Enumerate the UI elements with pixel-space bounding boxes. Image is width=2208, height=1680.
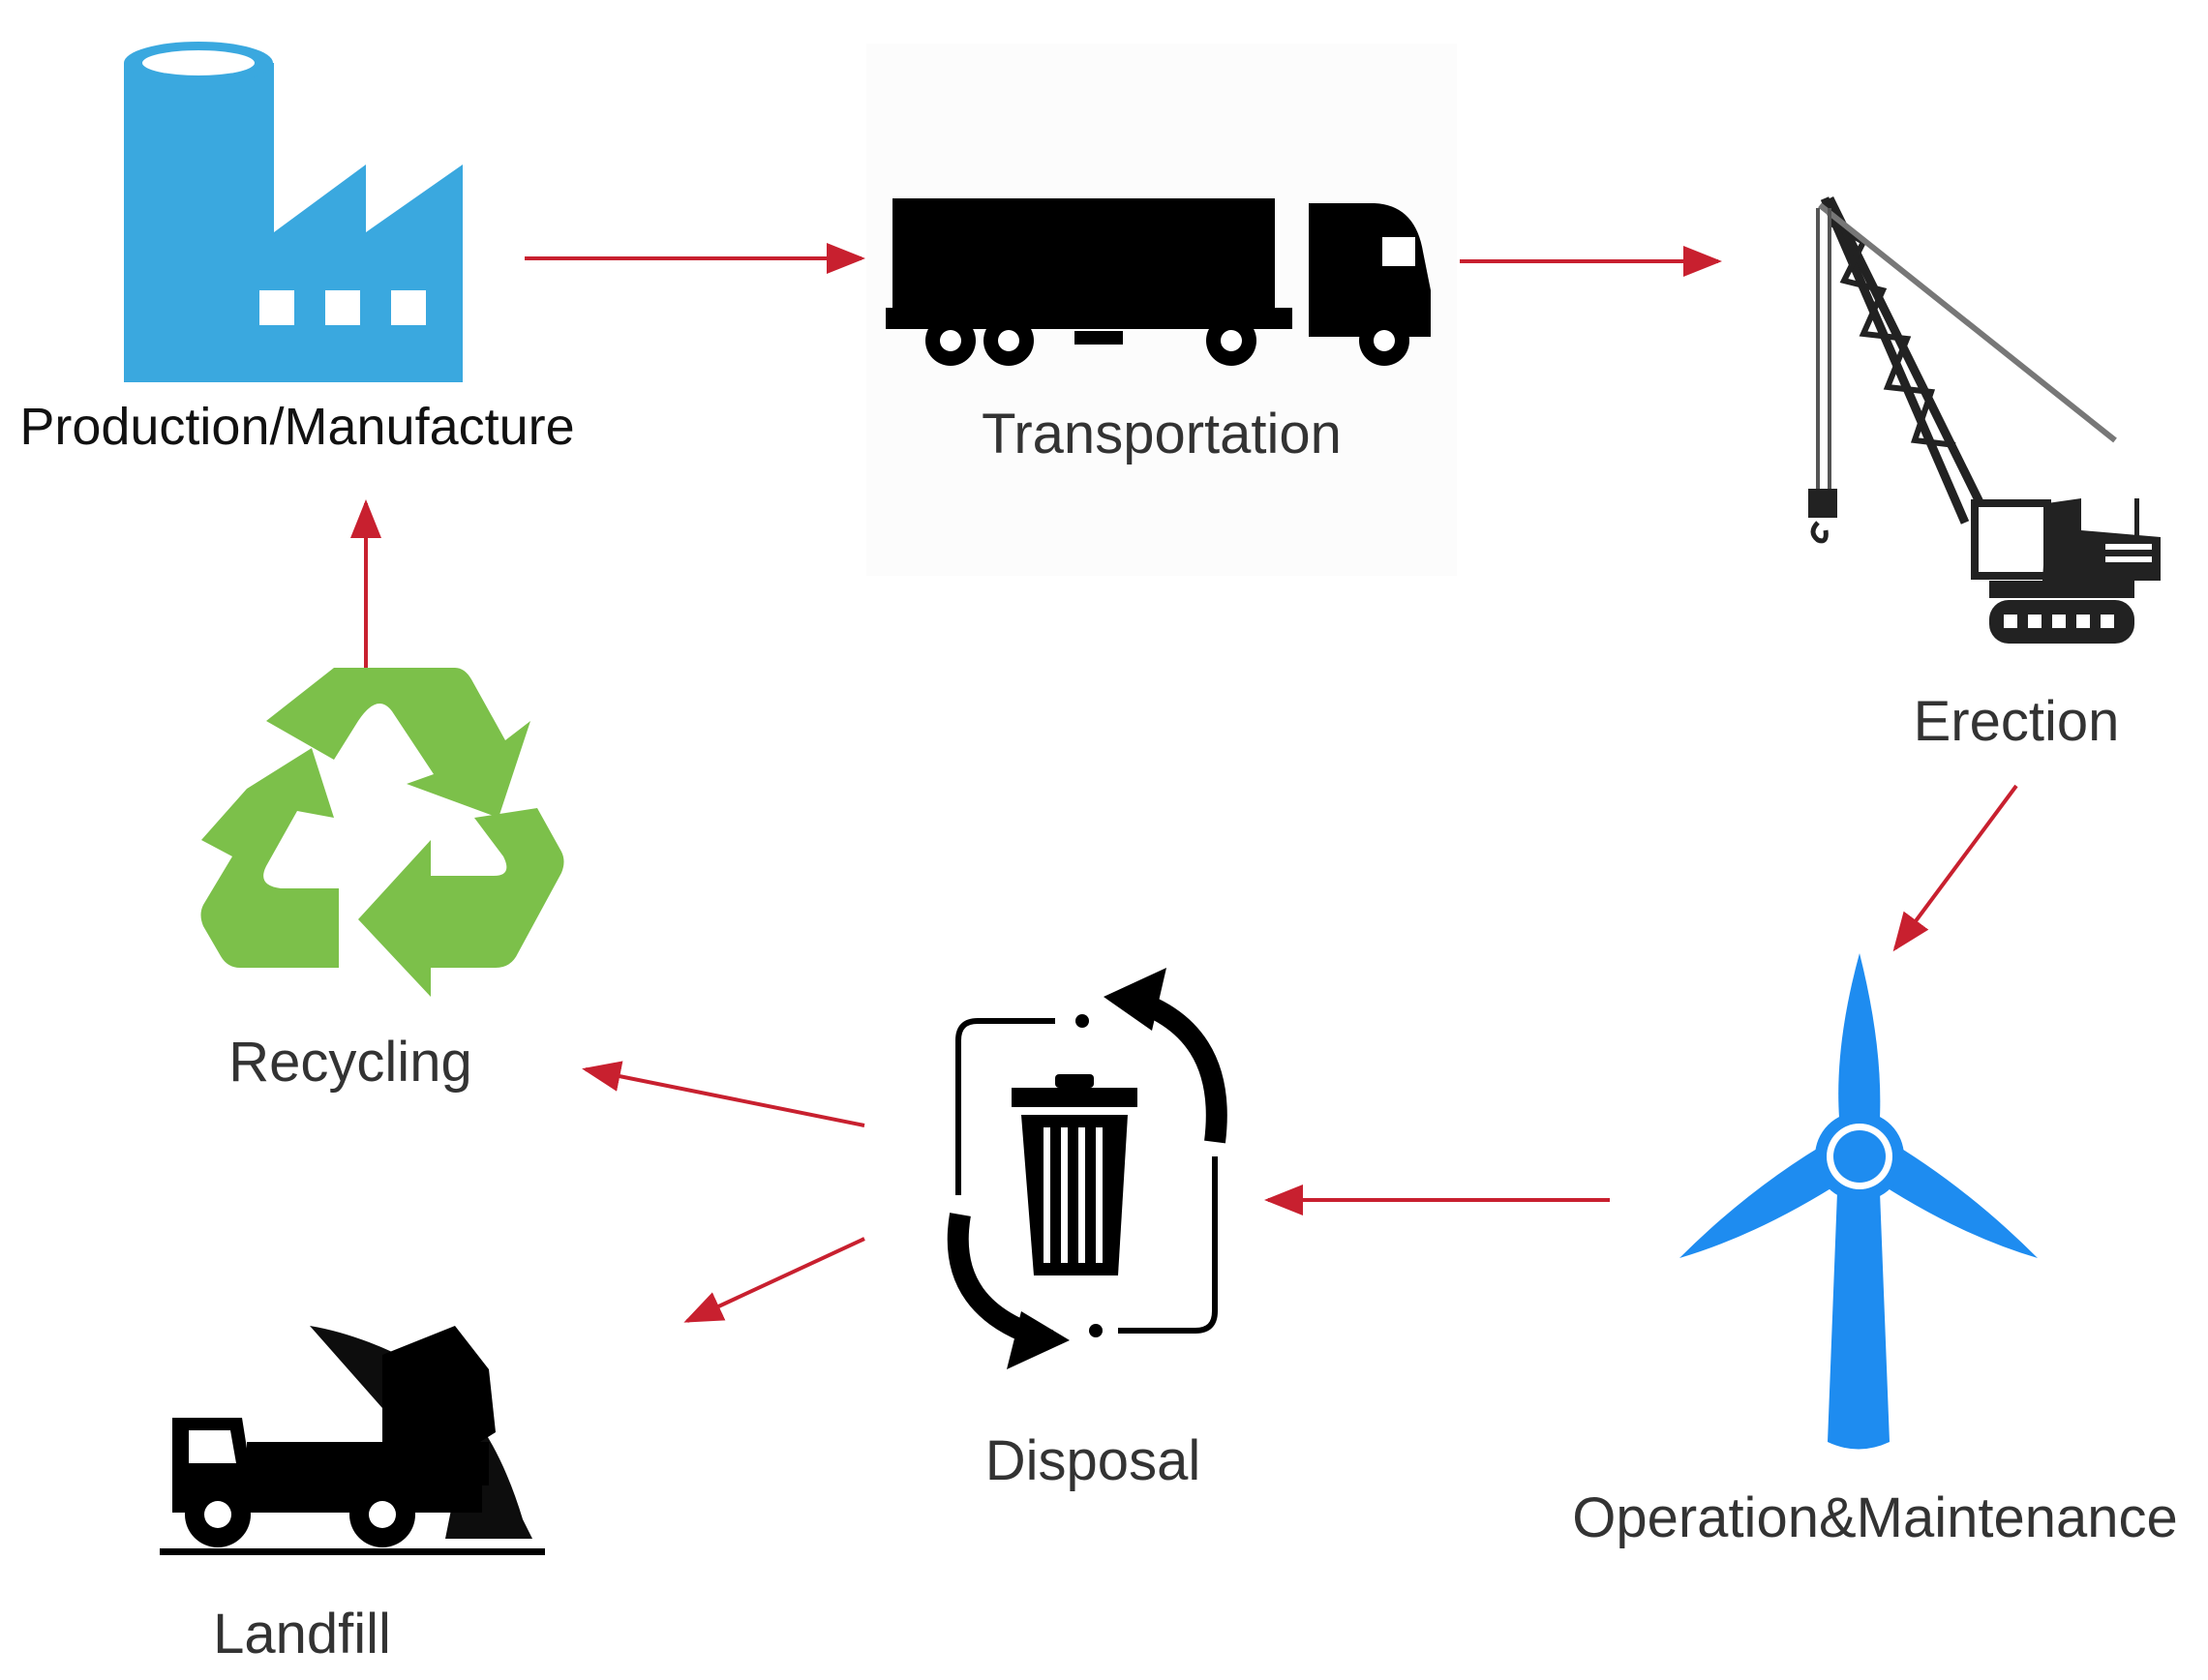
arrow-disposal-to-landfill <box>683 1237 865 1323</box>
landfill-label: Landfill <box>213 1603 391 1665</box>
operation-maintenance-label: Operation&Maintenance <box>1572 1486 2178 1549</box>
production-label: Production/Manufacture <box>19 398 575 456</box>
erection-label: Erection <box>1913 690 2120 753</box>
recycle-bin-icon <box>947 968 1227 1369</box>
transportation-label: Transportation <box>982 403 1342 465</box>
disposal-label: Disposal <box>984 1429 1201 1492</box>
recycling-label: Recycling <box>228 1031 472 1094</box>
arrow-erection-to-operation <box>1892 784 2018 952</box>
arrow-disposal-to-recycling <box>582 1061 865 1127</box>
wind-turbine-icon <box>1679 953 2038 1450</box>
recycle-icon <box>200 668 564 997</box>
dump-truck-icon <box>160 1326 545 1555</box>
factory-icon <box>124 42 463 382</box>
crane-icon <box>1808 196 2161 644</box>
truck-icon <box>886 198 1431 366</box>
